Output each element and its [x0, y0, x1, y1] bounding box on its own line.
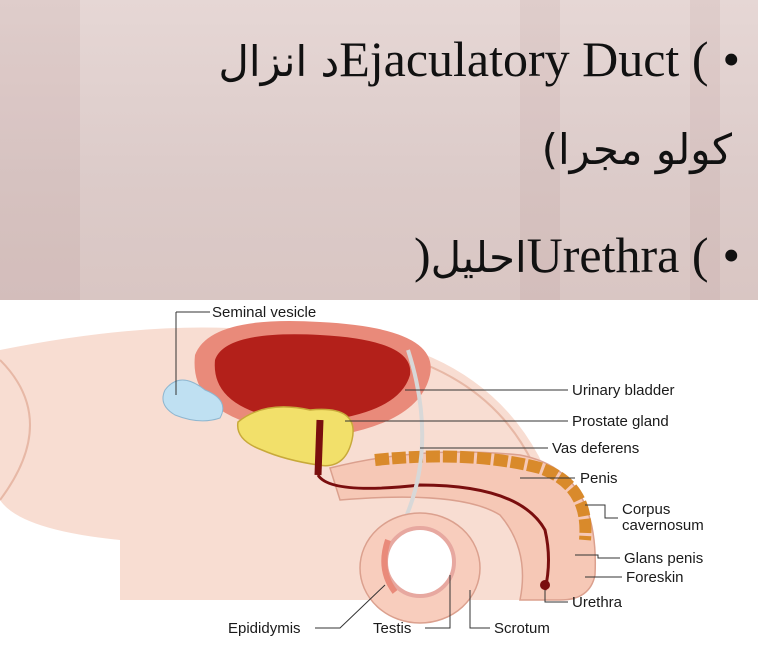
label-penis: Penis — [580, 470, 618, 487]
arabic-text: د انزال — [218, 37, 339, 86]
label-vas-deferens: Vas deferens — [552, 440, 639, 457]
label-prostate-gland: Prostate gland — [572, 413, 669, 430]
arabic-text: احليل — [431, 233, 527, 282]
anatomy-figure: Seminal vesicle Urinary bladder Prostate… — [0, 300, 758, 643]
bullet-dot: • — [722, 227, 740, 283]
label-cavernosum: cavernosum — [622, 517, 704, 534]
urethral-opening — [540, 580, 550, 590]
label-scrotum: Scrotum — [494, 620, 550, 637]
arabic-text: كولو مجرا) — [542, 125, 732, 174]
testis-shape — [386, 528, 454, 596]
label-seminal-vesicle: Seminal vesicle — [212, 304, 316, 321]
slide-text-area: د انزالEjaculatory Duct (• كولو مجرا) )ا… — [0, 0, 758, 300]
english-text: Ejaculatory Duct ( — [339, 31, 708, 87]
label-testis: Testis — [373, 620, 411, 637]
english-text: Urethra ( — [527, 227, 709, 283]
background-decoration — [0, 0, 80, 300]
bullet-dot: • — [722, 31, 740, 87]
bullet-ejaculatory-duct-continued: كولو مجرا) — [542, 118, 732, 176]
label-foreskin: Foreskin — [626, 569, 684, 586]
bullet-urethra: )احليلUrethra (• — [414, 226, 740, 284]
male-reproductive-diagram: Seminal vesicle Urinary bladder Prostate… — [0, 300, 758, 643]
prostatic-urethra — [318, 420, 320, 475]
label-corpus: Corpus — [622, 501, 670, 518]
label-urethra: Urethra — [572, 594, 623, 611]
close-paren: ) — [414, 227, 431, 283]
label-epididymis: Epididymis — [228, 620, 301, 637]
label-urinary-bladder: Urinary bladder — [572, 382, 675, 399]
label-glans-penis: Glans penis — [624, 550, 703, 567]
bullet-ejaculatory-duct: د انزالEjaculatory Duct (• — [218, 30, 740, 88]
